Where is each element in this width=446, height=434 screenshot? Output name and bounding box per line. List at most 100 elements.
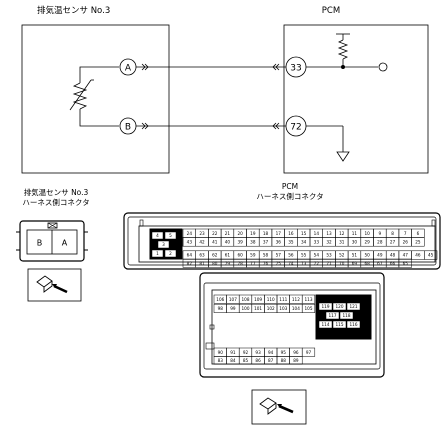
connector-pin: 37 [258, 237, 273, 247]
connector-pin: 42 [195, 237, 209, 247]
pin-label: 8 [391, 231, 394, 236]
pcm-connector-label-1: PCM [282, 182, 298, 191]
pin-label: 70 [339, 261, 345, 266]
connector-pin: 14 [309, 228, 323, 238]
connector-pin: 27 [385, 237, 400, 247]
pin-label: 19 [250, 231, 256, 236]
connector-pin: 17 [271, 228, 285, 238]
connector-pin: 68 [360, 258, 374, 268]
pin-label: 65 [403, 261, 409, 266]
connector-pin: 54 [309, 250, 323, 260]
pin-label: 108 [242, 297, 250, 302]
connector-pin: 25 [411, 237, 425, 247]
connector-pin: 62 [208, 250, 222, 260]
pin-label: 10 [364, 231, 370, 236]
pin-label: 91 [230, 350, 236, 355]
connector-pin: 9 [373, 228, 387, 238]
connector-pin: 106 [213, 294, 227, 304]
pin-label: 64 [187, 253, 193, 258]
sensor-connector-label-2: ハーネス側コネクタ [22, 197, 89, 207]
connector-pin: 36 [271, 237, 285, 247]
pin-label: 84 [230, 358, 236, 363]
connector-pin: 3 [157, 240, 170, 249]
pin-label: 98 [218, 306, 224, 311]
pin-label: 4 [156, 233, 159, 238]
pin-label: 120 [336, 304, 344, 309]
connector-pin: 99 [226, 303, 240, 313]
connector-pin: 117 [325, 311, 340, 320]
connector-pin: 100 [238, 303, 253, 313]
pin-label: 17 [276, 231, 282, 236]
pin-label: 94 [268, 350, 274, 355]
pin-label: 110 [267, 297, 275, 302]
pin-label: 111 [279, 297, 287, 302]
pin-label: 36 [276, 240, 282, 245]
connector-pin: 31 [335, 237, 349, 247]
connector-pin: 105 [301, 303, 316, 313]
pin-label: 52 [339, 253, 345, 258]
connector-pin: 93 [251, 347, 265, 357]
connector-pin: 64 [182, 250, 196, 260]
pin-label: 92 [243, 350, 249, 355]
pin-label: 46 [415, 253, 421, 258]
connector-pin: 55 [297, 250, 311, 260]
pin-label: 97 [306, 350, 312, 355]
sensor-connector-label-1: 排気温センサ No.3 [24, 187, 89, 197]
pin-label: 53 [326, 253, 332, 258]
connector-pin: 103 [276, 303, 290, 313]
terminal-a: A [119, 58, 137, 76]
sensor-pin-a: A [62, 239, 68, 248]
connector-pin: 85 [238, 356, 253, 365]
pin-label: 49 [377, 253, 383, 258]
connector-pin: 71 [322, 258, 336, 268]
connector-pin: 92 [238, 347, 253, 357]
connector-pin: 89 [289, 356, 303, 365]
pin-label: 105 [305, 306, 313, 311]
pin-label: 15 [301, 231, 307, 236]
pin-label: 74 [288, 261, 294, 266]
terminal-72: 72 [285, 115, 307, 137]
pin-label: 118 [343, 313, 351, 318]
pin-label: 16 [288, 231, 294, 236]
connector-pin: 72 [309, 258, 323, 268]
connector-pin: 51 [347, 250, 362, 260]
connector-pin: 102 [264, 303, 278, 313]
pin-label: 62 [212, 253, 218, 258]
pin-label: 61 [225, 253, 231, 258]
connector-pin: 47 [398, 250, 412, 260]
connector-pin: 65 [398, 258, 412, 268]
connector-pin: 73 [297, 258, 311, 268]
connector-pin: 66 [385, 258, 400, 268]
connector-pin: 60 [233, 250, 247, 260]
connector-pin: 48 [385, 250, 400, 260]
connector-pin: 87 [264, 356, 278, 365]
connector-pin: 34 [297, 237, 311, 247]
connector-pin: 53 [322, 250, 336, 260]
pcm-box [283, 24, 429, 174]
connector-pin: 67 [373, 258, 387, 268]
pin-label: 88 [281, 358, 287, 363]
pin-label: 28 [377, 240, 383, 245]
pin-label: 89 [293, 358, 299, 363]
connector-pin: 111 [276, 294, 290, 304]
svg-text:B: B [125, 123, 131, 133]
sensor-pin-b: B [37, 239, 43, 248]
pin-label: 41 [212, 240, 218, 245]
connector-pin: 8 [385, 228, 400, 238]
pin-label: 103 [279, 306, 287, 311]
pin-label: 106 [216, 297, 224, 302]
connector-pin: 5 [164, 231, 177, 240]
connector-pin: 57 [271, 250, 285, 260]
connector-pin: 70 [335, 258, 349, 268]
pin-label: 121 [350, 304, 358, 309]
pin-label: 30 [352, 240, 358, 245]
pin-label: 48 [390, 253, 396, 258]
connector-pin: 46 [411, 250, 425, 260]
connector-pin: 45 [424, 250, 438, 260]
svg-text:72: 72 [290, 123, 301, 133]
pin-label: 69 [352, 261, 358, 266]
probe-icon-pcm [251, 389, 307, 425]
connector-pin: 112 [289, 294, 303, 304]
connector-pin: 38 [246, 237, 260, 247]
